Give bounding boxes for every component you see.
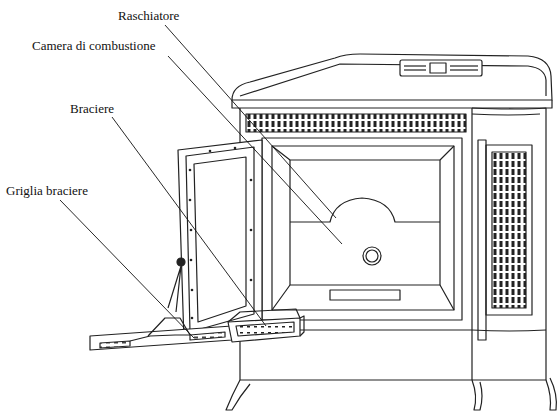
part-label: Braciere [70, 101, 114, 116]
part-label: Raschiatore [118, 8, 179, 23]
part-label: Griglia braciere [6, 183, 88, 198]
part-label: Camera di combustione [32, 38, 155, 53]
